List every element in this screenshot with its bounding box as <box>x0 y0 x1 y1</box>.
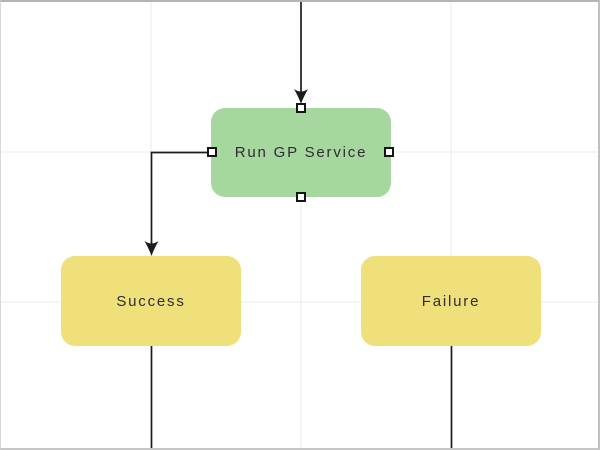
arrowhead-into-run-gp-service <box>294 89 308 104</box>
node-success[interactable]: Success <box>61 256 241 346</box>
node-success-label: Success <box>116 292 186 310</box>
node-run-gp-service[interactable]: Run GP Service <box>211 108 391 197</box>
arrowhead-into-success <box>144 241 159 256</box>
selection-handle-left[interactable] <box>207 147 217 157</box>
selection-handle-right[interactable] <box>384 147 394 157</box>
node-failure[interactable]: Failure <box>361 256 541 346</box>
node-failure-label: Failure <box>421 292 481 310</box>
node-run-gp-service-label: Run GP Service <box>234 144 368 161</box>
selection-handle-bottom[interactable] <box>296 192 306 202</box>
edge-run-gp-service-to-success[interactable] <box>150 151 214 247</box>
selection-handle-top[interactable] <box>296 103 306 113</box>
